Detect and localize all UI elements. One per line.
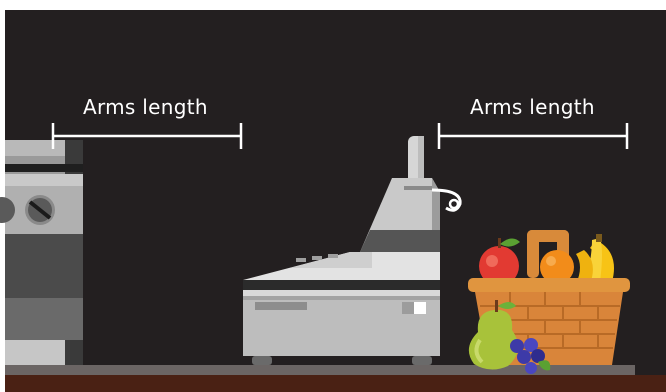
floor	[5, 375, 666, 392]
stove-icon	[0, 140, 83, 365]
right-arms-length-label: Arms length	[470, 95, 595, 119]
left-arms-length-label: Arms length	[83, 95, 208, 119]
